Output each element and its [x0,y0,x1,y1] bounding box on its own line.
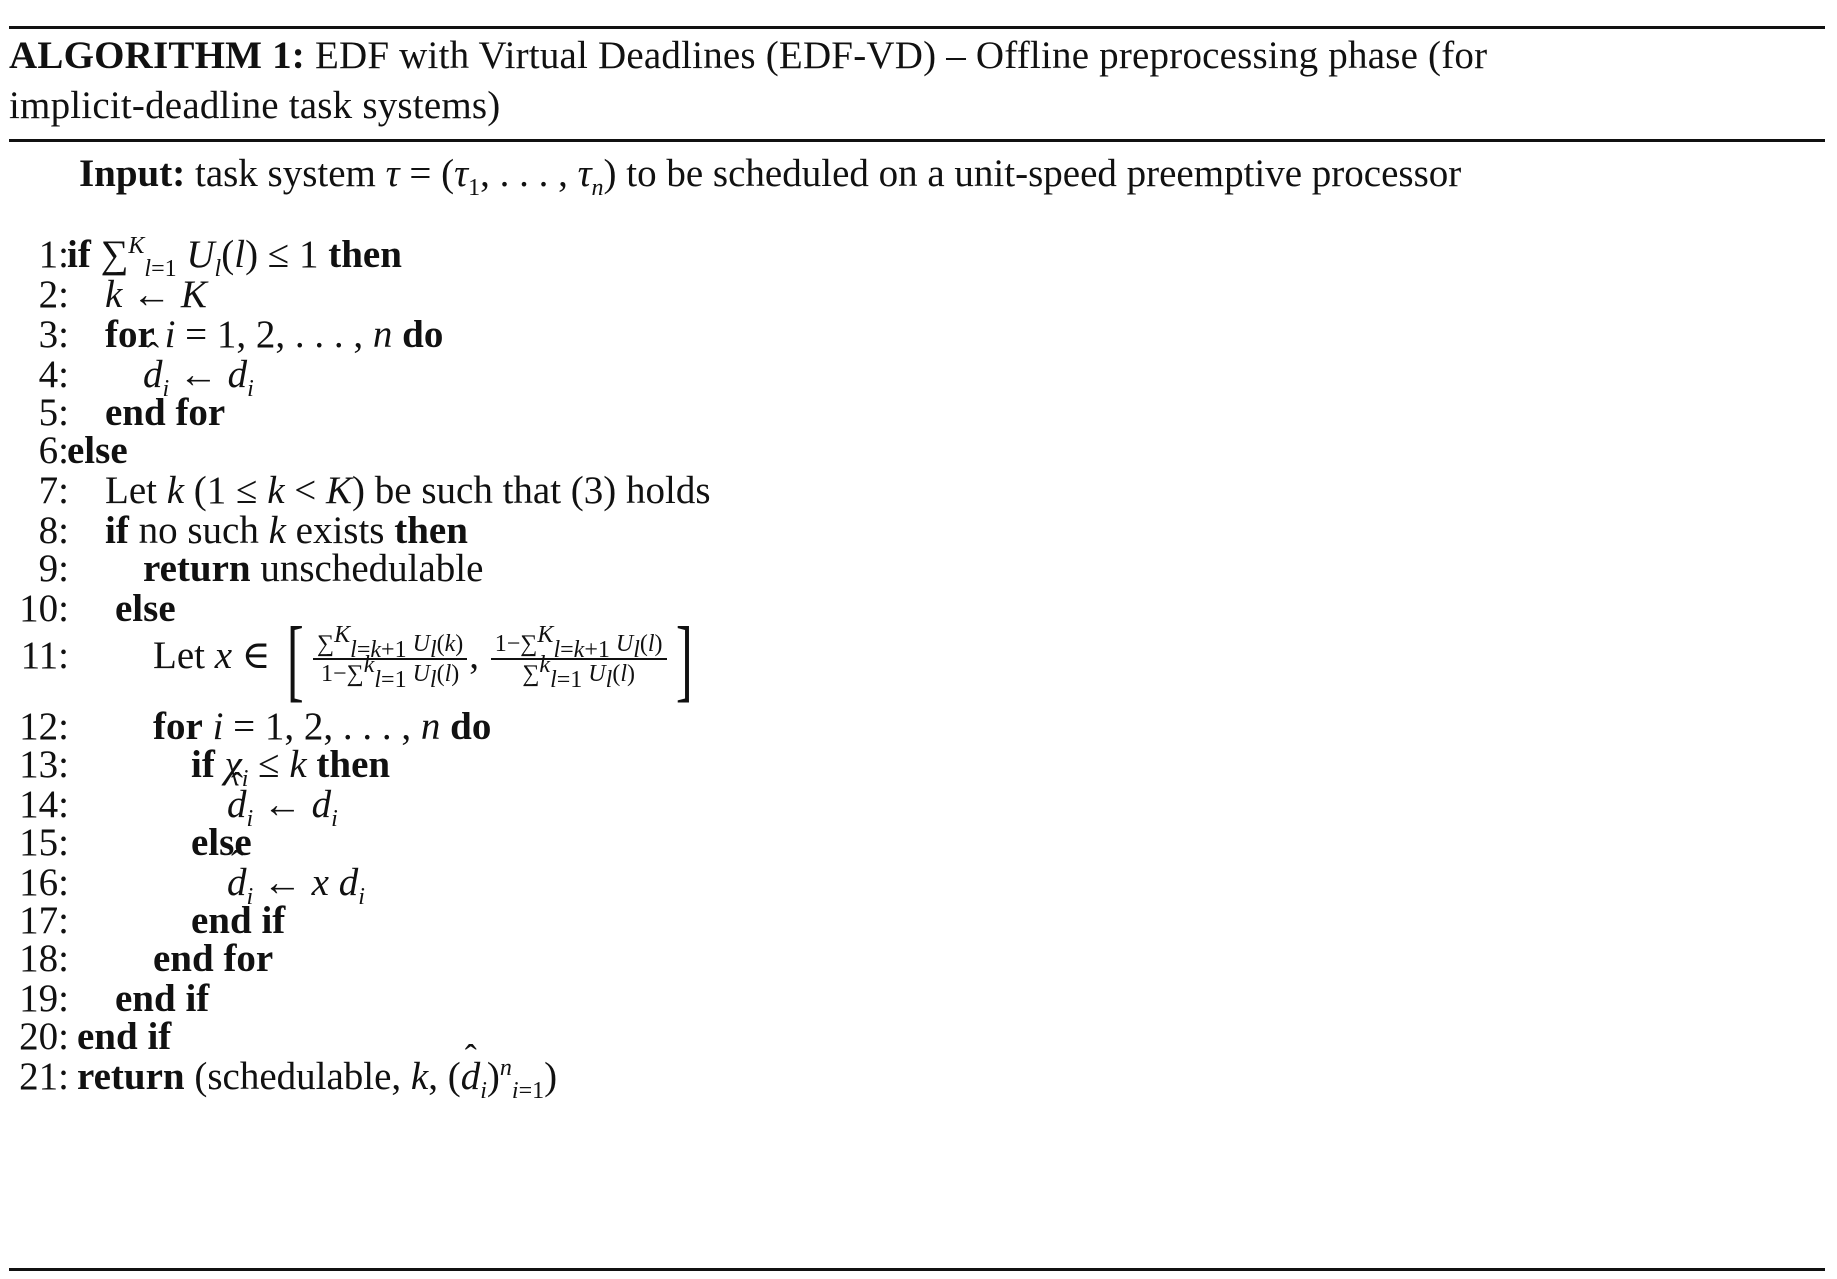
line-number: 20: [19,1015,69,1058]
algorithm-box: ALGORITHM 1: EDF with Virtual Deadlines … [9,26,1825,200]
word-let: Let [105,469,157,512]
input-subn: n [591,174,604,201]
line-code: di ← di [143,332,254,401]
line-code: end if [191,898,285,944]
exists-text: exists [295,509,385,552]
line-number: 16: [19,861,69,904]
line-number: 8: [38,509,69,552]
caption-rule [9,139,1825,142]
kw-return: return [77,1055,185,1098]
kw-if: if [191,743,215,786]
input-tuple-mid: , . . . , [480,152,578,195]
schedulable-text: (schedulable, [194,1055,402,1098]
right-bracket: ] [675,608,693,711]
line-number: 17: [19,899,69,942]
word-let: Let [153,634,205,677]
line-code: return (schedulable, k, (di)ni=1) [77,1034,557,1103]
kw-end-if: end if [115,977,210,1020]
sum-lower: l=1 [144,255,177,282]
input-line: Input: task system τ = (τ1, . . . , τn) … [79,148,1825,200]
sum-upper: K [128,233,145,259]
input-text-before: task system [194,152,376,195]
line-code: return unschedulable [143,546,483,592]
left-bracket: [ [287,608,305,711]
interval-upper-frac: 1−∑Kl=k+1 Ul(l)∑kl=1 Ul(l) [490,623,667,692]
line-number: 12: [19,705,69,748]
algorithm-caption: ALGORITHM 1: EDF with Virtual Deadlines … [9,29,1825,131]
sum-symbol: ∑ [100,233,129,276]
line-code: for i = 1, 2, . . . , n do [153,705,492,748]
line-number: 13: [19,743,69,786]
interval-lower-frac: ∑Kl=k+1 Ul(k)1−∑kl=1 Ul(l) [313,623,468,692]
kw-then: then [316,743,391,786]
kw-end-for: end for [105,391,226,434]
line-code: end for [153,936,273,982]
caption-label: ALGORITHM 1: [9,34,305,77]
kw-return: return [143,547,251,590]
line-code: di ← di [227,762,338,831]
line-code: end if [115,976,209,1022]
line-code: else [115,586,176,632]
line-number: 7: [38,469,69,512]
kw-end-if: end if [191,899,286,942]
line-code: end for [105,390,225,436]
line-number: 1: [38,233,69,276]
input-tuple-taun: τ [577,152,592,195]
line-number: 14: [19,783,69,826]
input-sub1: 1 [468,174,481,201]
input-label: Input: [79,152,186,195]
line-code: k ← K [105,273,207,316]
input-tuple-tau1: τ [454,152,469,195]
line-code: if χi ≤ k then [191,743,391,792]
line-number: 2: [38,273,69,316]
line-number: 10: [19,587,69,630]
line-code: if no such k exists then [105,509,468,552]
no-such-text: no such [138,509,259,552]
input-text-after: ) to be scheduled on a unit-speed preemp… [603,152,1462,195]
input-tau: τ [385,152,400,195]
kw-if: if [67,233,91,276]
kw-else: else [67,429,128,472]
line-number: 21: [19,1055,69,1098]
kw-do: do [402,313,444,356]
kw-end-for: end for [153,937,274,980]
line-number: 19: [19,977,69,1020]
line-code: else [67,428,128,474]
line-code: end if [77,1014,171,1060]
line-number: 3: [38,313,69,356]
kw-then: then [328,233,402,276]
util-term: Ul [186,233,222,282]
line-number: 4: [38,353,69,396]
kw-end-if: end if [77,1015,172,1058]
input-eq: = ( [399,152,455,195]
caption-line1: EDF with Virtual Deadlines (EDF-VD) – Of… [314,34,1488,77]
kw-do: do [450,705,492,748]
line-code: Let k (1 ≤ k < K) be such that (3) holds [105,469,711,512]
kw-if: if [105,509,129,552]
line-number: 18: [19,937,69,980]
line-code: Let x ∈ [∑Kl=k+1 Ul(k)1−∑kl=1 Ul(l), 1−∑… [153,608,693,711]
line-code: if ∑Kl=1 Ul(l) ≤ 1 then [67,233,402,282]
line-number: 9: [38,547,69,590]
unschedulable-text: unschedulable [260,547,484,590]
caption-line2: implicit-deadline task systems) [9,84,501,127]
line-number: 11: [20,634,69,677]
kw-then: then [394,509,468,552]
line-code: di ← x di [227,840,365,909]
kw-for: for [153,705,203,748]
line-number: 6: [38,429,69,472]
such-that-text: be such that (3) holds [374,469,711,512]
top-rule [9,26,1825,29]
kw-else: else [115,587,176,630]
line-number: 15: [19,821,69,864]
line-number: 5: [38,391,69,434]
bottom-rule [9,1268,1825,1271]
